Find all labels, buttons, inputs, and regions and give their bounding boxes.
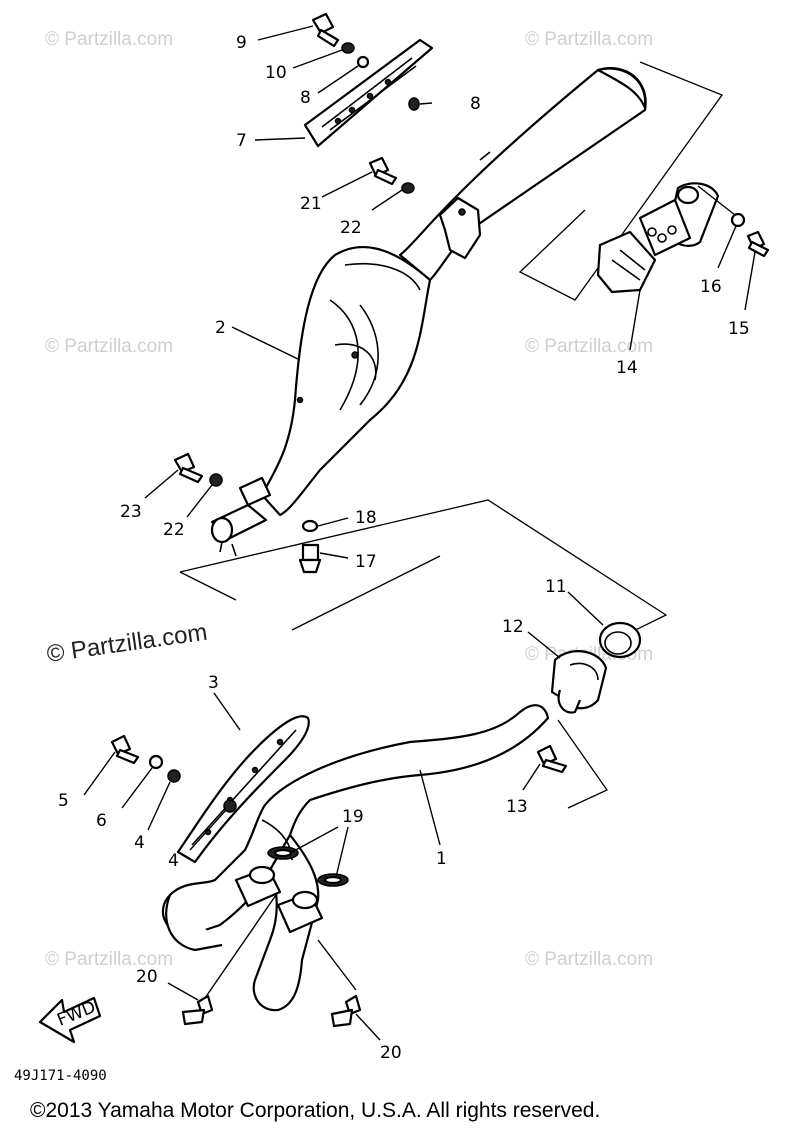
- callout-6: 6: [96, 811, 107, 831]
- callout-20: 20: [380, 1043, 402, 1063]
- forward-direction-arrow: FWD: [38, 996, 102, 1044]
- callout-18: 18: [355, 508, 377, 528]
- diagram-code: 49J171-4090: [14, 1068, 107, 1084]
- callout-14: 14: [616, 358, 638, 378]
- upper-hardware: [311, 12, 420, 194]
- muffler-mount-hardware: [173, 452, 322, 574]
- callout-22: 22: [340, 218, 362, 238]
- callout-3: 3: [208, 673, 219, 693]
- callout-19: 19: [342, 807, 364, 827]
- callout-2: 2: [215, 318, 226, 338]
- leader-lines: [83, 25, 756, 1041]
- callout-10: 10: [265, 63, 287, 83]
- callout-17: 17: [355, 552, 377, 572]
- callout-20: 20: [136, 967, 158, 987]
- callout-11: 11: [545, 577, 567, 597]
- watermark: © Partzilla.com: [525, 29, 653, 50]
- callout-22: 22: [163, 520, 185, 540]
- watermark: © Partzilla.com: [525, 949, 653, 970]
- callout-12: 12: [502, 617, 524, 637]
- exhaust-joint: [550, 621, 642, 714]
- callout-16: 16: [700, 277, 722, 297]
- watermark: © Partzilla.com: [525, 336, 653, 357]
- callout-9: 9: [236, 33, 247, 53]
- watermark: © Partzilla.com: [45, 29, 173, 50]
- assembly-outlines: [179, 61, 724, 809]
- callout-21: 21: [300, 194, 322, 214]
- callout-1: 1: [436, 849, 447, 869]
- callout-7: 7: [236, 131, 247, 151]
- watermark: © Partzilla.com: [45, 949, 173, 970]
- callout-4: 4: [168, 851, 179, 871]
- spark-arrester: [596, 182, 770, 294]
- pipe-hardware: [110, 734, 568, 1028]
- muffler-heat-protector: [303, 38, 434, 148]
- callout-13: 13: [506, 797, 528, 817]
- exhaust-pipe: [161, 704, 550, 1012]
- muffler: [210, 67, 647, 557]
- callout-5: 5: [58, 791, 69, 811]
- callout-4: 4: [134, 833, 145, 853]
- callout-8: 8: [470, 94, 481, 114]
- watermarks: © Partzilla.com © Partzilla.com © Partzi…: [45, 29, 653, 970]
- watermark-dark: © Partzilla.com: [45, 619, 209, 668]
- watermark: © Partzilla.com: [45, 336, 173, 357]
- callout-23: 23: [120, 502, 142, 522]
- copyright-notice: ©2013 Yamaha Motor Corporation, U.S.A. A…: [30, 1099, 600, 1122]
- callout-8: 8: [300, 88, 311, 108]
- callouts: 9 10 8 8 7 21 22 2 16 15 14 23 22 18 17 …: [58, 33, 750, 1063]
- callout-15: 15: [728, 319, 750, 339]
